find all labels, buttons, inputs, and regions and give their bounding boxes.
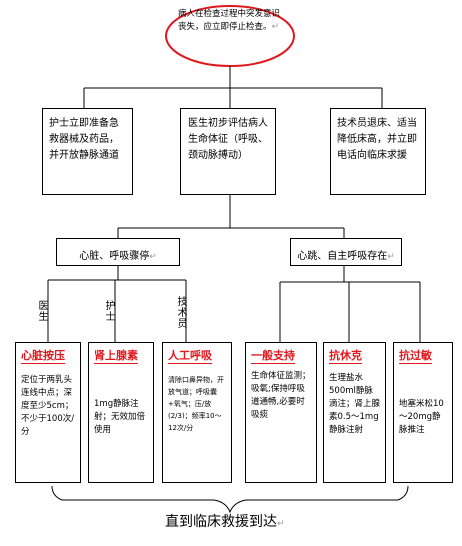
action-support-body: 生命体征监测；吸氧;保持呼吸道通畅,必要时吸痰 — [251, 371, 311, 420]
technician-box: 技术员退床、适当降低床高，并立即电话向临床求援 — [330, 108, 426, 195]
action-cpr-body: 定位于两乳头连线中点；深度至少5cm；不少于100次/分 — [21, 375, 75, 437]
nurse-prepare-box: 护士立即准备急救器械及药品，并开放静脉通道 — [42, 108, 133, 195]
action-support-title: 一般支持 — [251, 349, 295, 364]
action-ventilation-box: 人工呼吸 清除口鼻异物，开放气道；呼吸囊+氧气；压/放(2/3)；频率10～12… — [162, 342, 232, 483]
action-ventilation-title: 人工呼吸 — [168, 349, 212, 364]
bottom-text: 直到临床救援到达↵ — [165, 514, 285, 530]
action-cpr-box: 心脏按压 定位于两乳头连线中点；深度至少5cm；不少于100次/分 — [15, 342, 81, 483]
action-epinephrine-box: 肾上腺素 1mg静脉注射；无效加倍使用 — [88, 342, 154, 483]
cardiac-arrest-box: 心脏、呼吸骤停↵ — [56, 238, 180, 266]
action-epinephrine-title: 肾上腺素 — [94, 349, 138, 364]
action-cpr-title: 心脏按压 — [21, 349, 65, 364]
action-epinephrine-body: 1mg静脉注射；无效加倍使用 — [94, 399, 146, 435]
bottom-brace — [51, 485, 409, 514]
action-antiallergy-box: 抗过敏 地塞米松10～20mg静脉推注 — [393, 342, 453, 483]
role-doctor: 医生 — [36, 300, 47, 322]
role-technician: 技术员 — [175, 296, 186, 329]
nurse-prepare-text: 护士立即准备急救器械及药品，并开放静脉通道 — [49, 118, 119, 161]
doctor-assess-box: 医生初步评估病人生命体征（呼吸、颈动脉搏动） — [180, 108, 276, 195]
top-node-label: 病人在检查过程中突发意识丧失，应立即停止检查。 — [178, 9, 281, 32]
breathing-present-label: 心跳、自主呼吸存在 — [297, 251, 388, 262]
cardiac-arrest-label: 心脏、呼吸骤停 — [79, 251, 150, 262]
bottom-label: 直到临床救援到达 — [165, 514, 277, 530]
action-antishock-box: 抗休克 生理盐水500ml静脉滴注；肾上腺素0.5～1mg静脉注射 — [323, 342, 386, 483]
technician-text: 技术员退床、适当降低床高，并立即电话向临床求援 — [337, 118, 417, 161]
action-antiallergy-title: 抗过敏 — [399, 349, 432, 364]
role-nurse: 护士 — [103, 300, 114, 322]
breathing-present-box: 心跳、自主呼吸存在↵ — [290, 238, 402, 266]
top-node-text: 病人在检查过程中突发意识丧失，应立即停止检查。↵ — [178, 9, 281, 32]
action-antishock-title: 抗休克 — [329, 349, 362, 364]
action-antiallergy-body: 地塞米松10～20mg静脉推注 — [399, 399, 444, 435]
action-ventilation-body: 清除口鼻异物，开放气道；呼吸囊+氧气；压/放(2/3)；频率10～12次/分 — [168, 376, 224, 432]
action-antishock-body: 生理盐水500ml静脉滴注；肾上腺素0.5～1mg静脉注射 — [329, 373, 381, 435]
doctor-assess-text: 医生初步评估病人生命体征（呼吸、颈动脉搏动） — [188, 118, 268, 161]
action-support-box: 一般支持 生命体征监测；吸氧;保持呼吸道通畅,必要时吸痰 — [245, 342, 317, 483]
